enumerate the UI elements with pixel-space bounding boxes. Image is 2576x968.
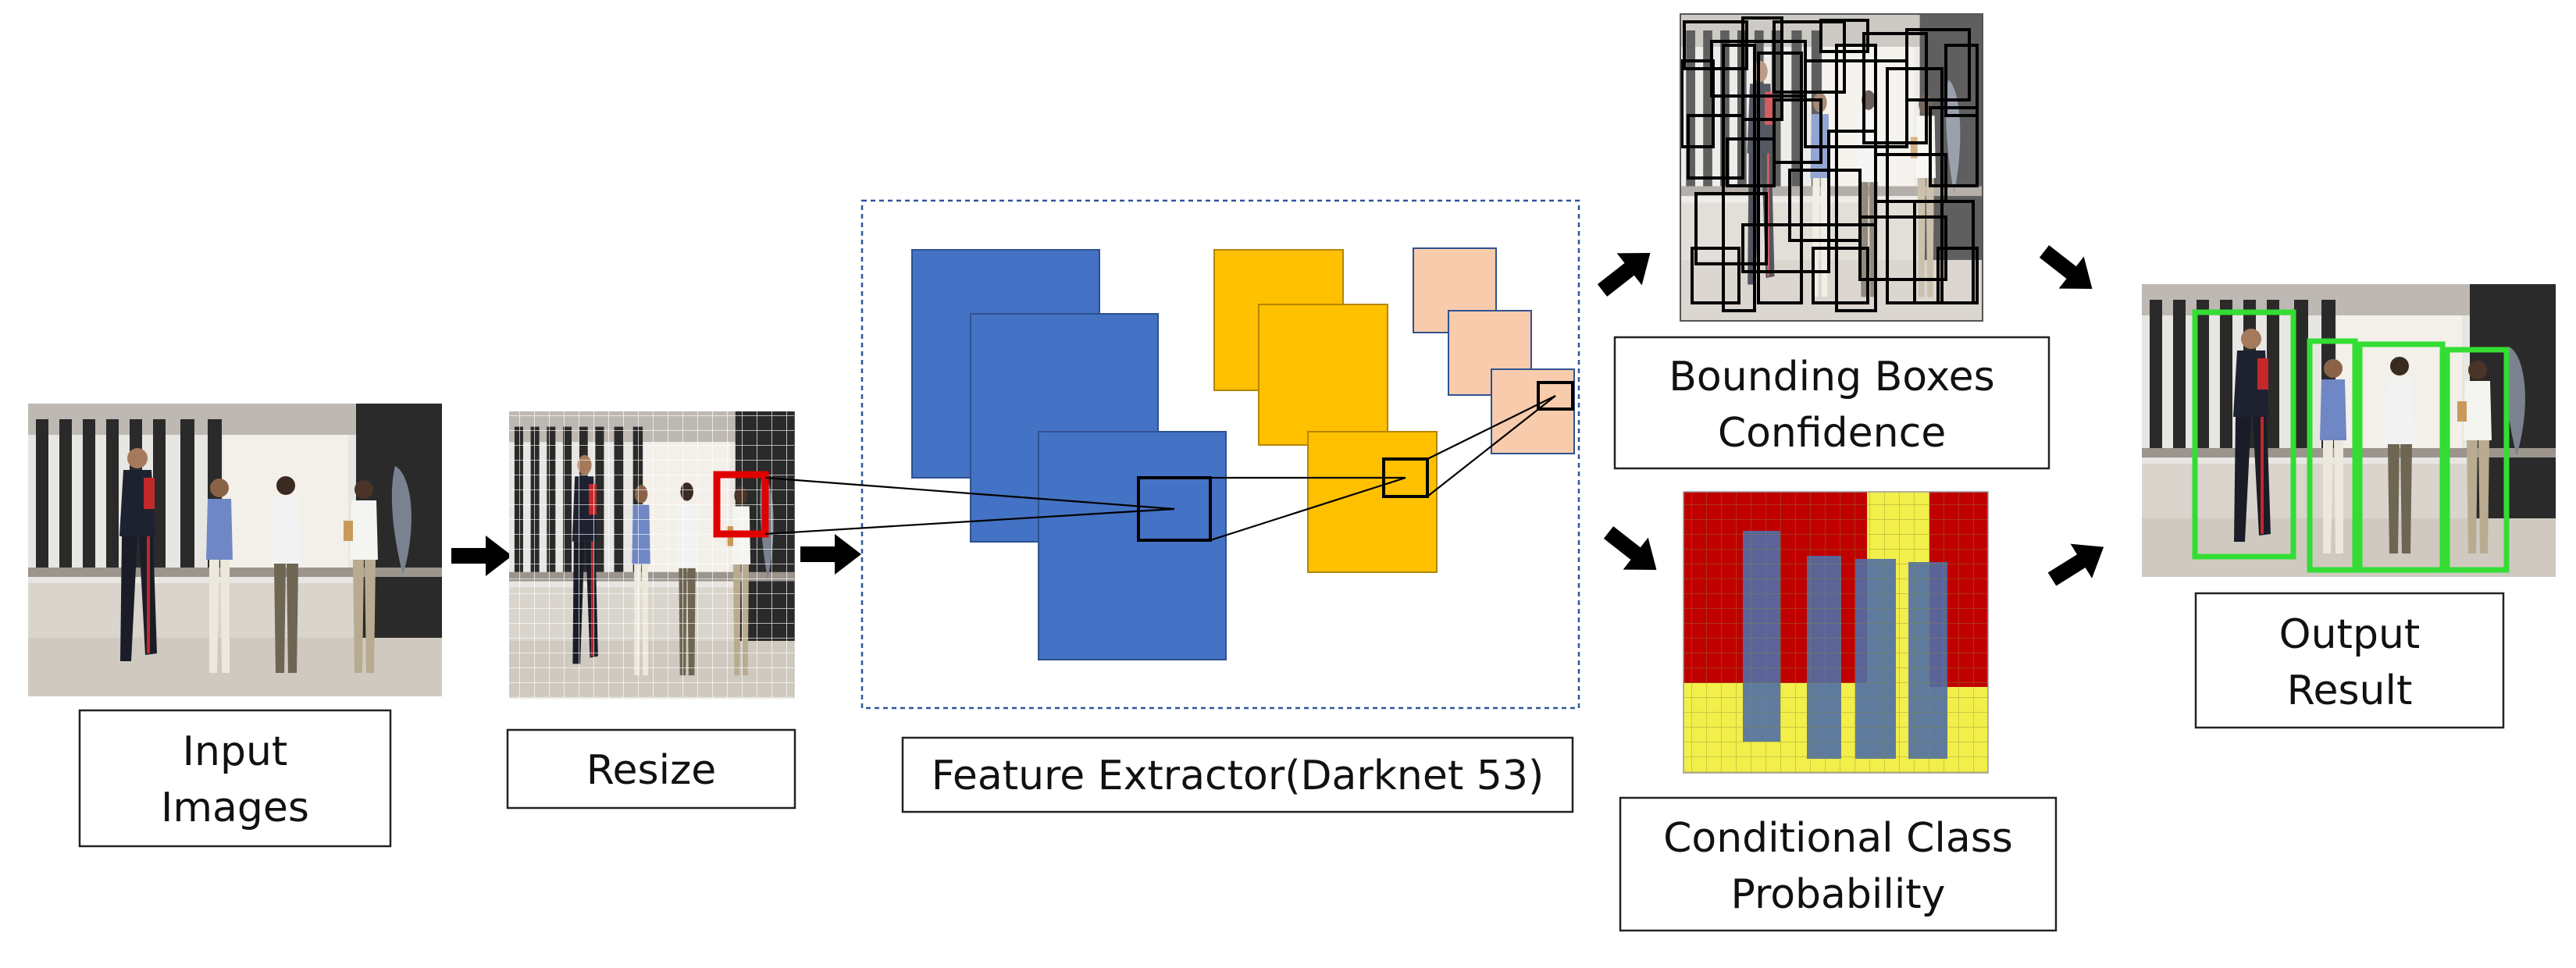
output-result-label-box: Output Result [2194, 592, 2505, 729]
feature-extractor-label: Feature Extractor(Darknet 53) [932, 753, 1544, 799]
resize-label: Resize [586, 747, 717, 794]
arrow-icon [1595, 516, 1669, 586]
arrow-icon [451, 536, 512, 576]
receptive-window-peach [1537, 381, 1574, 411]
detection-box [2307, 338, 2358, 573]
resize-label-box: Resize [506, 728, 796, 810]
detection-box [2357, 341, 2446, 573]
detection-boxes [2192, 309, 2510, 573]
arrow-icon [1589, 237, 1663, 307]
input-images-label-line1: Input [183, 728, 288, 775]
highlight-cell [713, 471, 769, 538]
blue-feature-map-3 [1038, 431, 1227, 660]
output-result-label-line1: Output [2279, 611, 2421, 658]
arrow-icon [2031, 235, 2105, 305]
feature-extractor-label-box: Feature Extractor(Darknet 53) [901, 736, 1574, 813]
input-images-label-line2: Images [161, 785, 309, 831]
detection-box [2192, 309, 2296, 560]
class-probability-label-box: Conditional Class Probability [1619, 796, 2058, 932]
input-images-label-box: Input Images [78, 709, 392, 848]
input-image [28, 404, 442, 696]
class-probability-label-line1: Conditional Class [1663, 815, 2013, 862]
arrow-icon [2041, 529, 2115, 597]
bounding-boxes-image [1680, 13, 1983, 322]
detection-box [2444, 347, 2510, 573]
bounding-boxes-label-box: Bounding Boxes Confidence [1613, 336, 2050, 470]
class-probability-label-line2: Probability [1731, 871, 1946, 918]
yellow-feature-map-2 [1258, 304, 1388, 446]
class-probability-image [1683, 491, 1989, 774]
arrow-icon [800, 534, 861, 575]
output-result-label-line2: Result [2287, 667, 2413, 714]
bounding-boxes-label-line1: Bounding Boxes [1669, 354, 1995, 400]
feature-extractor-panel [764, 199, 1580, 710]
receptive-window-blue [1137, 476, 1212, 542]
resized-image [509, 411, 795, 699]
bounding-boxes-label-line2: Confidence [1718, 410, 1946, 457]
output-image [2142, 284, 2556, 577]
projection-lines [764, 395, 1556, 542]
